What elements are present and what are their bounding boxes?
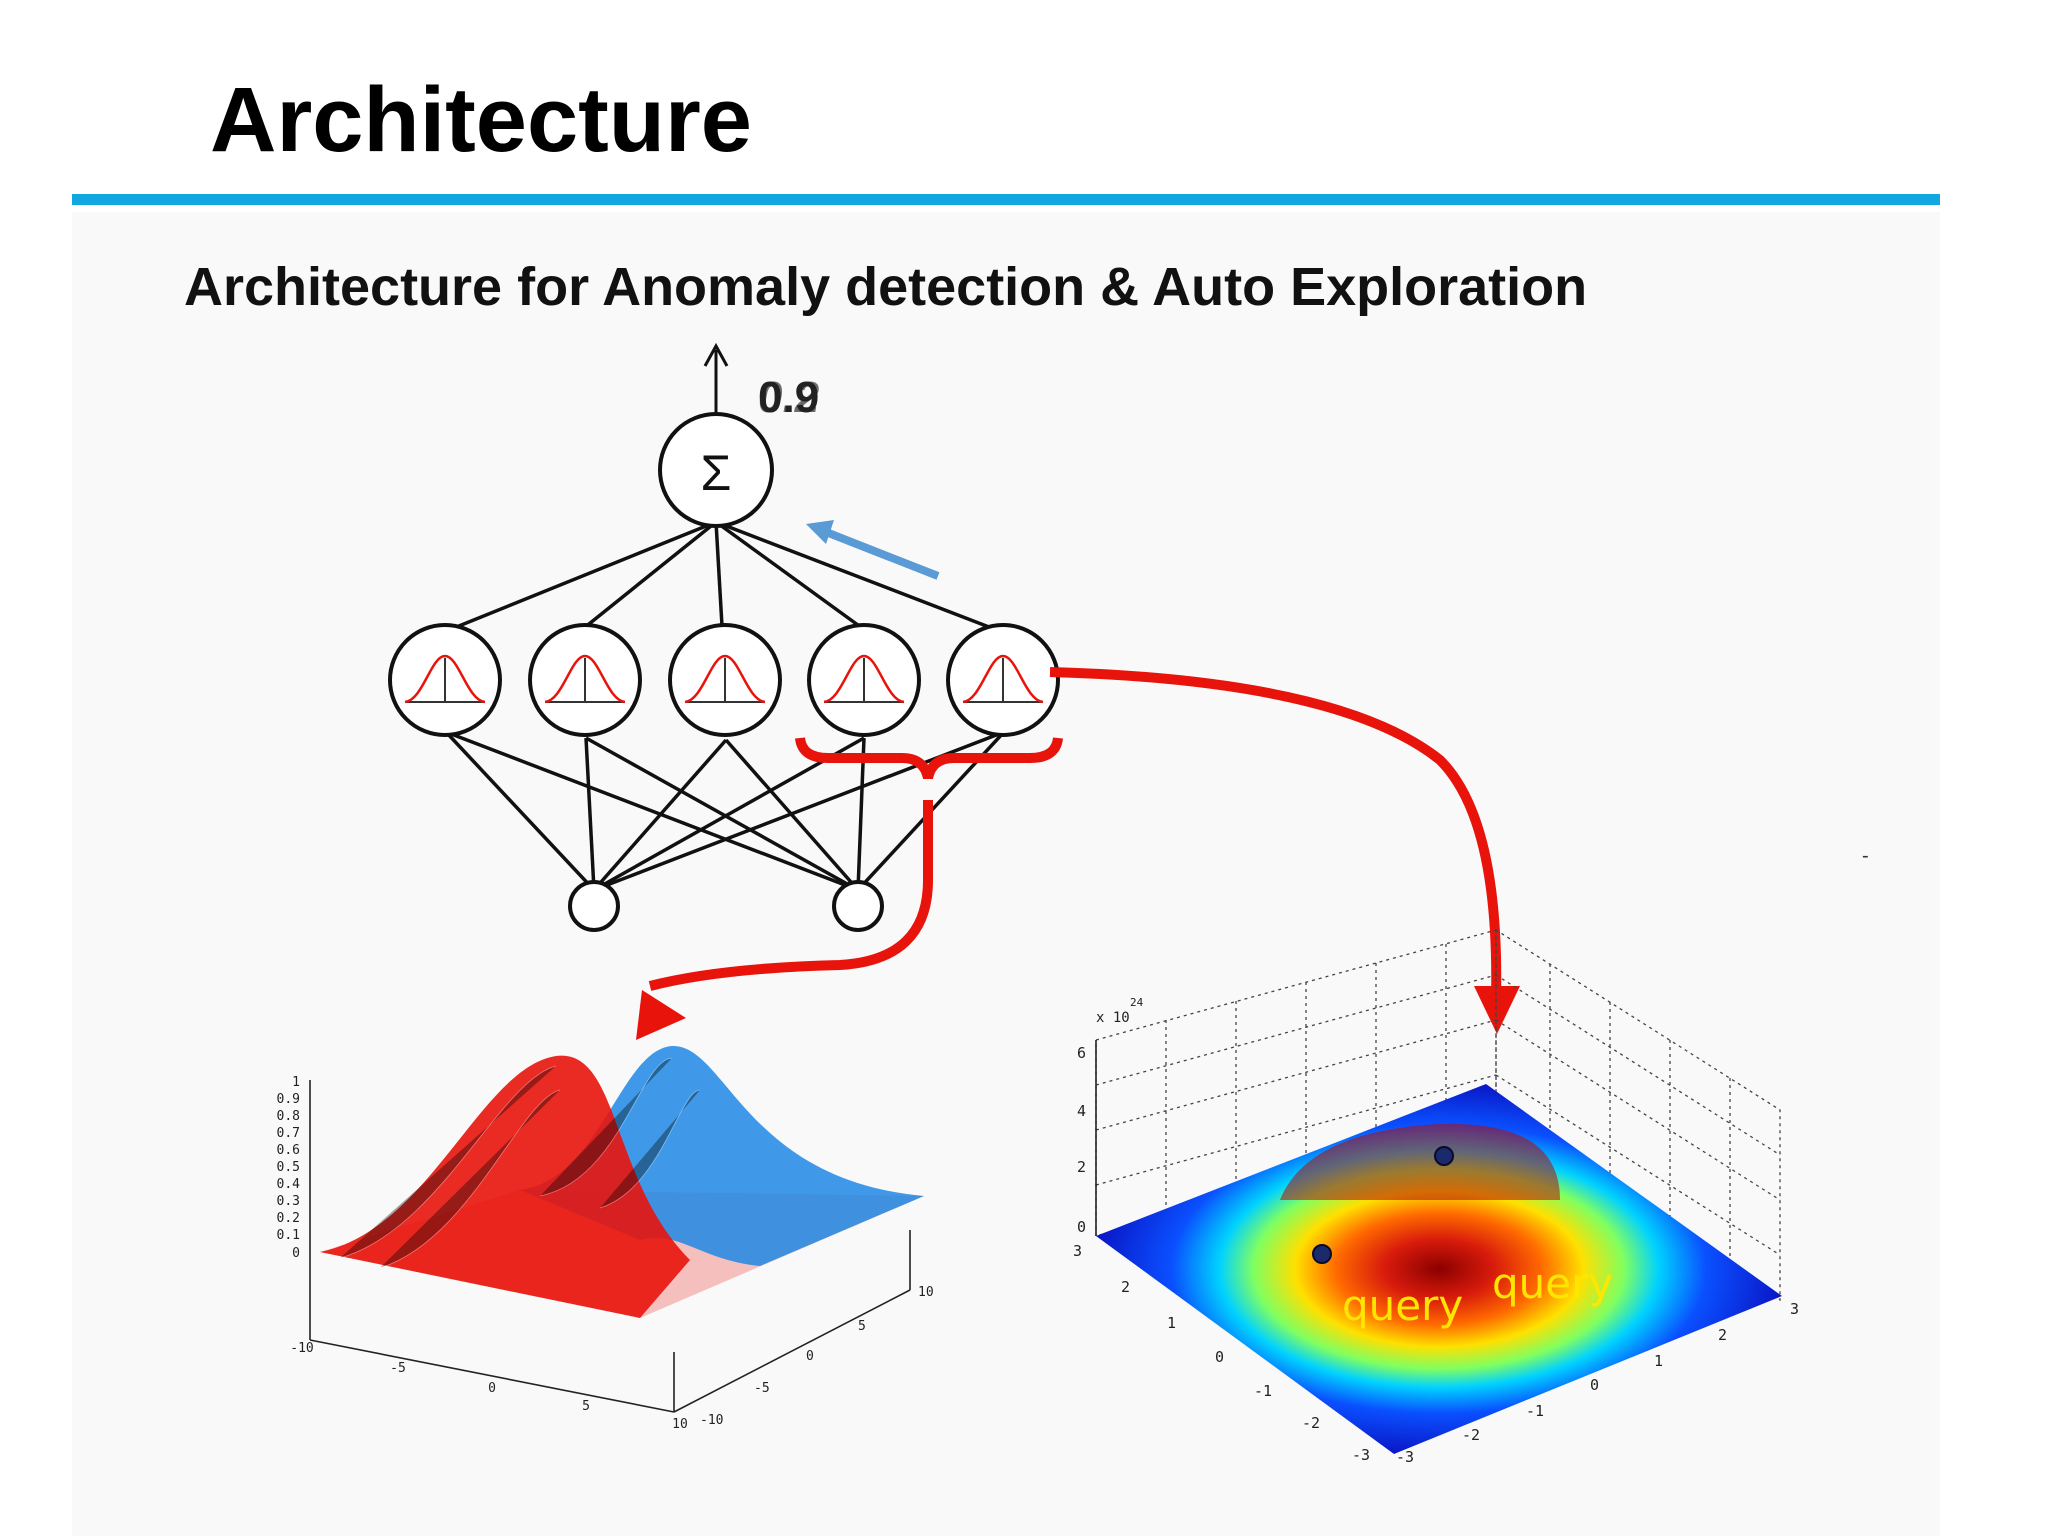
input-to-hidden-edges [444, 730, 1006, 892]
sum-symbol: Σ [701, 445, 732, 501]
input-node [568, 880, 620, 932]
z-tick-label: 1 [292, 1075, 300, 1090]
gaussian-curve-icon [684, 654, 766, 704]
z-tick-label: 4 [1077, 1102, 1086, 1120]
output-value-overlay: 0.9 [758, 373, 819, 422]
arrow-to-left-plot [648, 800, 933, 991]
y-tick-label: 0 [806, 1349, 814, 1364]
z-tick-label: 0.5 [277, 1160, 300, 1175]
z-tick-label: 0.3 [277, 1194, 300, 1209]
z-tick-label: 0.9 [277, 1092, 300, 1107]
hidden-to-sum-edges [443, 520, 1003, 634]
x-tick-label: 0 [488, 1381, 496, 1396]
network-diagram: 0.9 0.2 Σ [388, 342, 1060, 932]
gaussian-curve-icon [823, 654, 905, 704]
y-tick-label: -2 [1462, 1426, 1480, 1444]
x-tick-label: -3 [1352, 1446, 1370, 1464]
query-point [1312, 1244, 1332, 1264]
stray-dash: - [1862, 845, 1869, 867]
z-tick-label: 6 [1077, 1044, 1086, 1062]
z-tick-label: 0 [292, 1246, 300, 1261]
heat-surface [1096, 1084, 1782, 1454]
sum-node [658, 412, 774, 528]
x-tick-label: -1 [1254, 1382, 1272, 1400]
x-tick-label: 0 [1215, 1348, 1224, 1366]
x-tick-label: 2 [1121, 1278, 1130, 1296]
arrow-to-left-plot-head [636, 990, 686, 1040]
page-title: Architecture [210, 69, 752, 171]
left-surface-plot: 1 0.9 0.8 0.7 0.6 0.5 0.4 0.3 0.2 0.1 0 … [277, 1045, 934, 1432]
query-label: query [1342, 1281, 1463, 1330]
input-node [832, 880, 884, 932]
input-bracket [795, 737, 1063, 780]
x-tick-label: -5 [390, 1361, 406, 1376]
surface-series-red [320, 1055, 690, 1318]
output-arrowhead [703, 342, 729, 367]
gaussian-curve-icon [544, 654, 626, 704]
arrow-to-right-plot [1049, 667, 1502, 1001]
y-tick-label: 0 [1590, 1376, 1599, 1394]
right-surface-plot: x 10 24 6 4 2 0 3 2 1 0 -1 -2 -3 -3 -2 -… [1073, 928, 1799, 1466]
heat-peak [1280, 1123, 1560, 1200]
hidden-node [528, 623, 642, 737]
hidden-node [946, 623, 1060, 737]
x-tick-label: 1 [1167, 1314, 1176, 1332]
z-tick-label: 0.8 [277, 1109, 300, 1124]
z-tick-label: 0.4 [277, 1177, 301, 1192]
weight-update-arrow [806, 520, 940, 580]
z-tick-label: 0 [1077, 1218, 1086, 1236]
x-tick-label: -10 [290, 1341, 313, 1356]
y-tick-label: -10 [700, 1413, 723, 1428]
hidden-node [807, 623, 921, 737]
query-label: query [1492, 1259, 1613, 1308]
z-tick-label: 0.7 [277, 1126, 300, 1141]
gaussian-curve-icon [404, 654, 486, 704]
query-point [1434, 1146, 1454, 1166]
link-arrows [636, 667, 1520, 1040]
gaussian-curve-icon [962, 654, 1044, 704]
y-tick-label: -3 [1396, 1448, 1414, 1466]
output-value: 0.2 [758, 373, 820, 422]
y-tick-label: -1 [1526, 1402, 1544, 1420]
y-tick-label: 2 [1718, 1326, 1727, 1344]
y-tick-label: 3 [1790, 1300, 1799, 1318]
x-tick-label: 10 [672, 1417, 688, 1432]
exponent-power: 24 [1130, 996, 1144, 1009]
arrow-to-right-plot-head [1474, 986, 1520, 1034]
exponent-label: x 10 [1096, 1010, 1130, 1026]
z-tick-label: 2 [1077, 1158, 1086, 1176]
title-divider [72, 194, 1940, 205]
z-tick-label: 0.2 [277, 1211, 300, 1226]
x-tick-label: 5 [582, 1399, 590, 1414]
y-tick-label: 5 [858, 1319, 866, 1334]
z-tick-label: 0.6 [277, 1143, 300, 1158]
x-tick-label: 3 [1073, 1242, 1082, 1260]
x-tick-label: -2 [1302, 1414, 1320, 1432]
hidden-node [388, 623, 502, 737]
y-tick-label: 10 [918, 1285, 934, 1300]
y-tick-label: -5 [754, 1381, 770, 1396]
y-tick-label: 1 [1654, 1352, 1663, 1370]
slide-subtitle: Architecture for Anomaly detection & Aut… [184, 257, 1588, 317]
hidden-node [668, 623, 782, 737]
z-tick-label: 0.1 [277, 1228, 300, 1243]
